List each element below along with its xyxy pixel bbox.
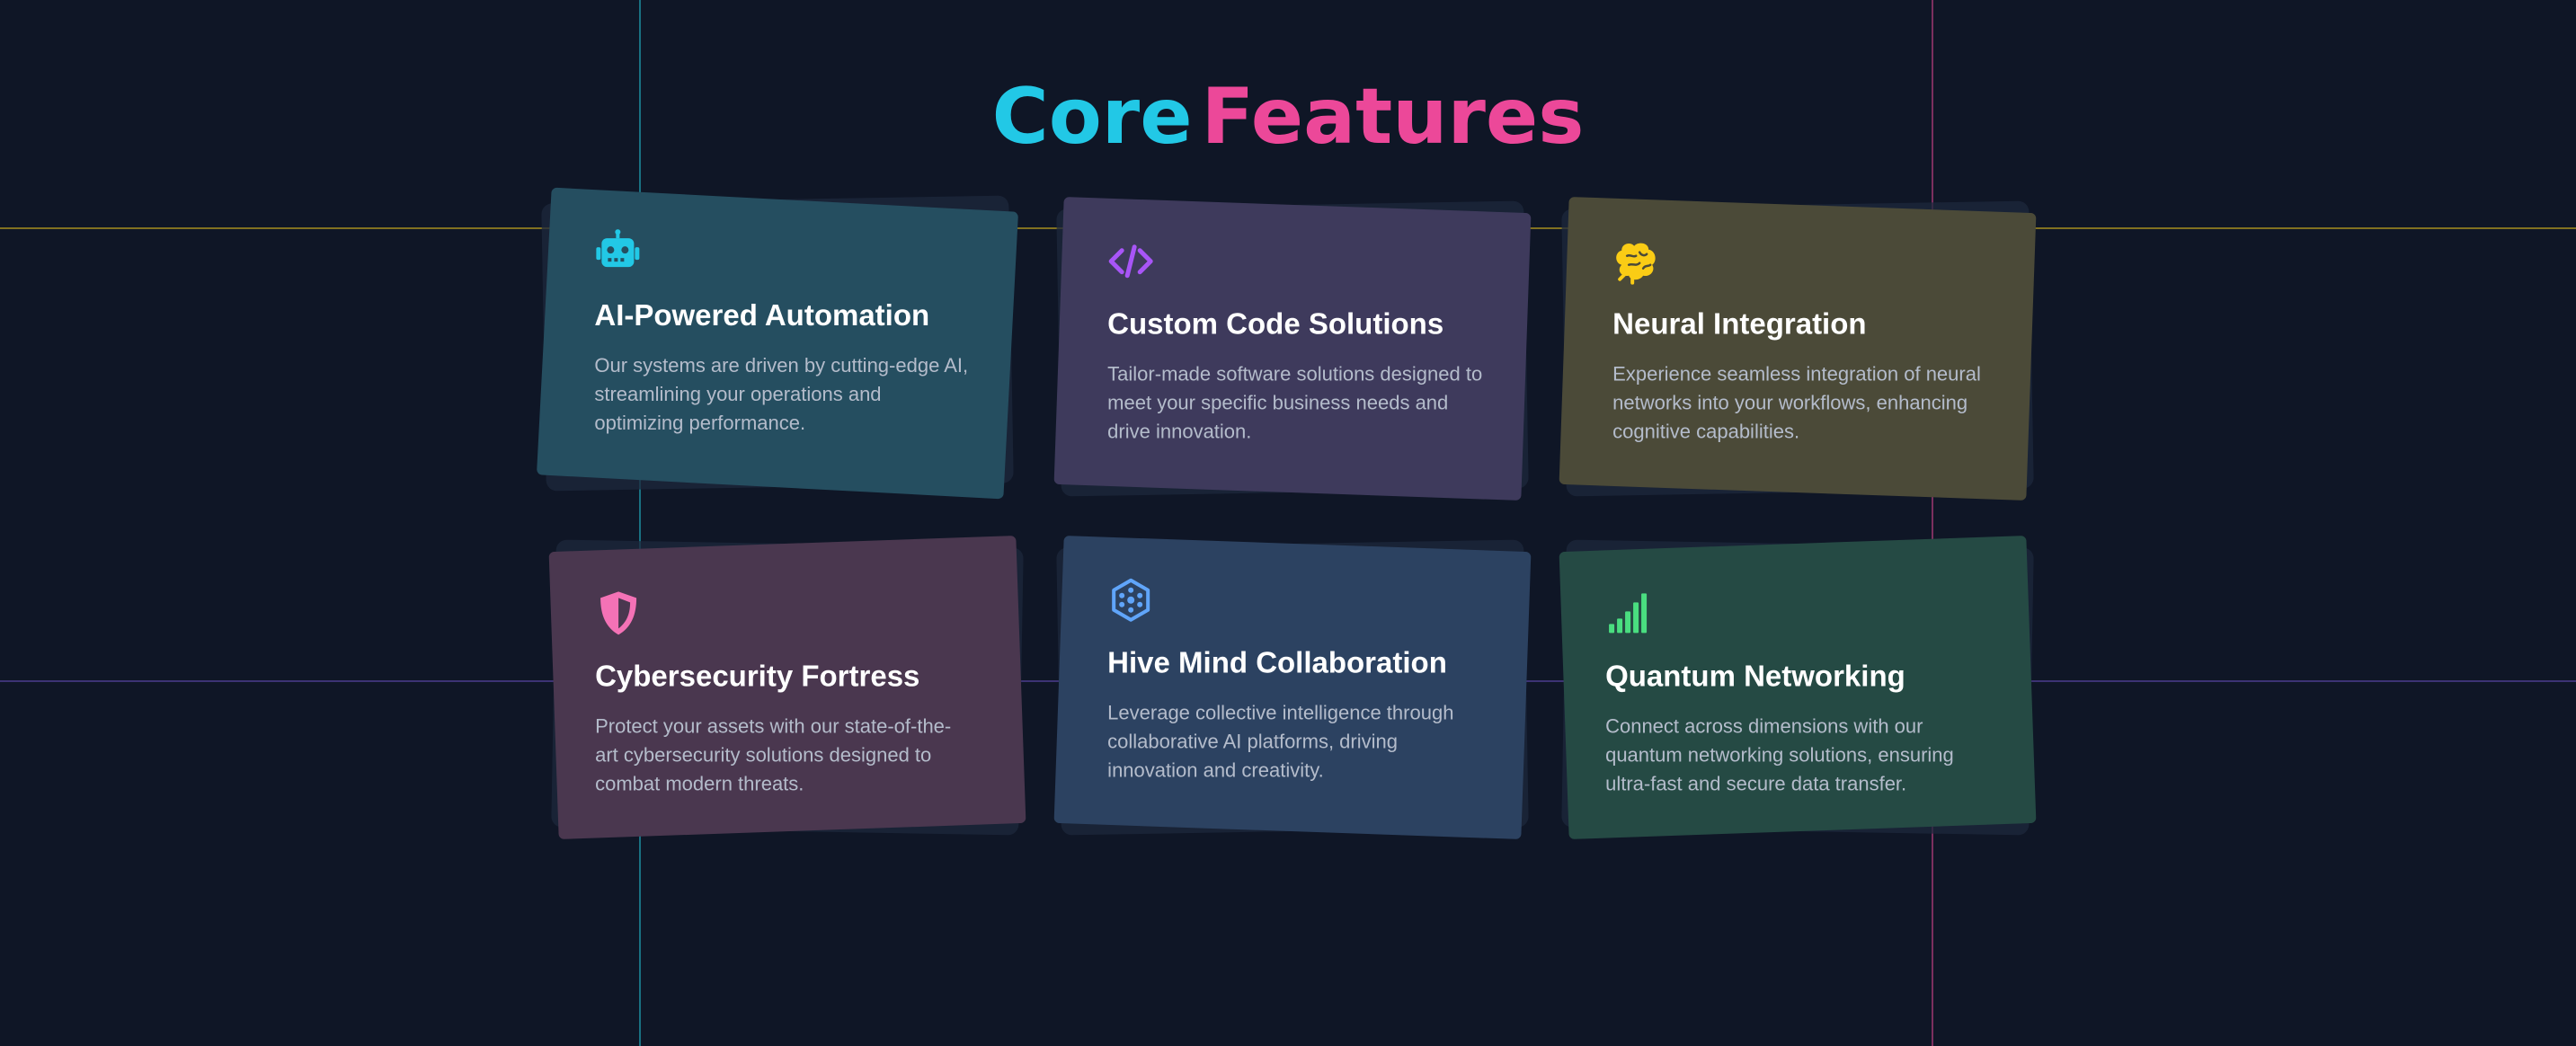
card-content: Cybersecurity Fortress Protect your asse… bbox=[595, 589, 973, 798]
signal-icon bbox=[1605, 589, 1652, 636]
hive-icon bbox=[1107, 577, 1154, 624]
card-content: Quantum Networking Connect across dimens… bbox=[1605, 589, 1983, 798]
card-body: AI-Powered Automation Our systems are dr… bbox=[536, 187, 1019, 500]
section-title-part1: Core bbox=[991, 72, 1193, 162]
feature-card-cybersecurity[interactable]: Cybersecurity Fortress Protect your asse… bbox=[548, 536, 1026, 839]
brain-icon bbox=[1612, 238, 1659, 285]
section-title-part2: Features bbox=[1201, 72, 1585, 162]
card-description: Tailor-made software solutions designed … bbox=[1107, 362, 1483, 443]
card-description: Leverage collective intelligence through… bbox=[1107, 701, 1454, 782]
card-title: AI-Powered Automation bbox=[594, 298, 930, 332]
feature-card-ai-automation[interactable]: AI-Powered Automation Our systems are dr… bbox=[536, 187, 1019, 500]
card-body: Hive Mind Collaboration Leverage collect… bbox=[1053, 536, 1532, 839]
feature-card-hive-mind[interactable]: Hive Mind Collaboration Leverage collect… bbox=[1053, 536, 1532, 839]
feature-card-custom-code[interactable]: Custom Code Solutions Tailor-made softwa… bbox=[1053, 197, 1532, 501]
card-body: Quantum Networking Connect across dimens… bbox=[1559, 536, 2037, 839]
feature-card-neural-integration[interactable]: Neural Integration Experience seamless i… bbox=[1559, 197, 2037, 501]
card-content: AI-Powered Automation Our systems are dr… bbox=[594, 229, 972, 438]
feature-card-quantum-networking[interactable]: Quantum Networking Connect across dimens… bbox=[1559, 536, 2037, 839]
card-title: Neural Integration bbox=[1612, 306, 1867, 341]
card-content: Neural Integration Experience seamless i… bbox=[1612, 238, 1990, 447]
card-title: Custom Code Solutions bbox=[1107, 306, 1444, 341]
code-icon bbox=[1107, 238, 1154, 285]
card-title: Quantum Networking bbox=[1605, 659, 1905, 693]
card-content: Hive Mind Collaboration Leverage collect… bbox=[1107, 577, 1485, 785]
card-content: Custom Code Solutions Tailor-made softwa… bbox=[1107, 238, 1485, 447]
shield-icon bbox=[595, 589, 642, 636]
card-description: Experience seamless integration of neura… bbox=[1612, 362, 1981, 443]
guide-line-vertical-left bbox=[639, 0, 641, 1046]
card-description: Our systems are driven by cutting-edge A… bbox=[594, 354, 969, 435]
card-title: Cybersecurity Fortress bbox=[595, 659, 920, 693]
card-body: Custom Code Solutions Tailor-made softwa… bbox=[1053, 197, 1532, 501]
robot-icon bbox=[594, 229, 641, 276]
card-body: Neural Integration Experience seamless i… bbox=[1559, 197, 2037, 501]
card-description: Connect across dimensions with our quant… bbox=[1605, 714, 1954, 795]
guide-line-vertical-right bbox=[1932, 0, 1933, 1046]
card-body: Cybersecurity Fortress Protect your asse… bbox=[548, 536, 1026, 839]
card-description: Protect your assets with our state-of-th… bbox=[595, 714, 952, 795]
card-title: Hive Mind Collaboration bbox=[1107, 645, 1447, 679]
